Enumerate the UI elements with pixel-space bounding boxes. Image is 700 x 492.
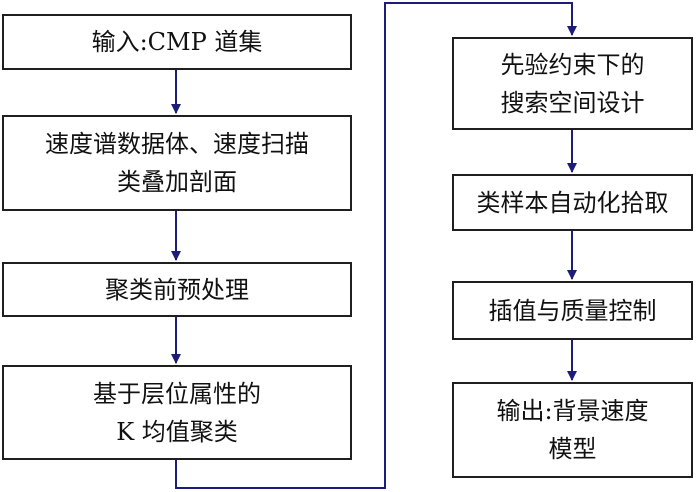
step-label-line-1: 先验约束下的 <box>500 50 645 79</box>
step-interpolation-qc: 插值与质量控制 <box>452 281 693 340</box>
step-search-space-design: 先验约束下的 搜索空间设计 <box>452 37 693 130</box>
step-preprocessing: 聚类前预处理 <box>2 262 352 317</box>
step-label-line-1: 输出:背景速度 <box>496 397 649 425</box>
step-label-line-1: 速度谱数据体、速度扫描 <box>45 130 309 158</box>
step-label: 类样本自动化拾取 <box>476 188 669 217</box>
step-velocity-spectrum: 速度谱数据体、速度扫描 类叠加剖面 <box>2 115 352 211</box>
step-auto-picking: 类样本自动化拾取 <box>452 174 693 231</box>
step-label-line-1: 基于层位属性的 <box>93 379 261 408</box>
step-label-line-2: K 均值聚类 <box>116 417 238 446</box>
step-label-line-2: 类叠加剖面 <box>117 168 237 196</box>
step-label: 插值与质量控制 <box>488 296 657 325</box>
connector-left-to-right <box>175 2 577 489</box>
step-label-line-2: 搜索空间设计 <box>500 88 645 117</box>
step-label-line-2: 模型 <box>548 435 597 463</box>
step-label: 输入:CMP 道集 <box>91 28 263 56</box>
step-kmeans-clustering: 基于层位属性的 K 均值聚类 <box>2 365 352 460</box>
step-output-velocity-model: 输出:背景速度 模型 <box>452 382 693 478</box>
step-input-cmp: 输入:CMP 道集 <box>2 14 352 70</box>
step-label: 聚类前预处理 <box>105 275 249 304</box>
